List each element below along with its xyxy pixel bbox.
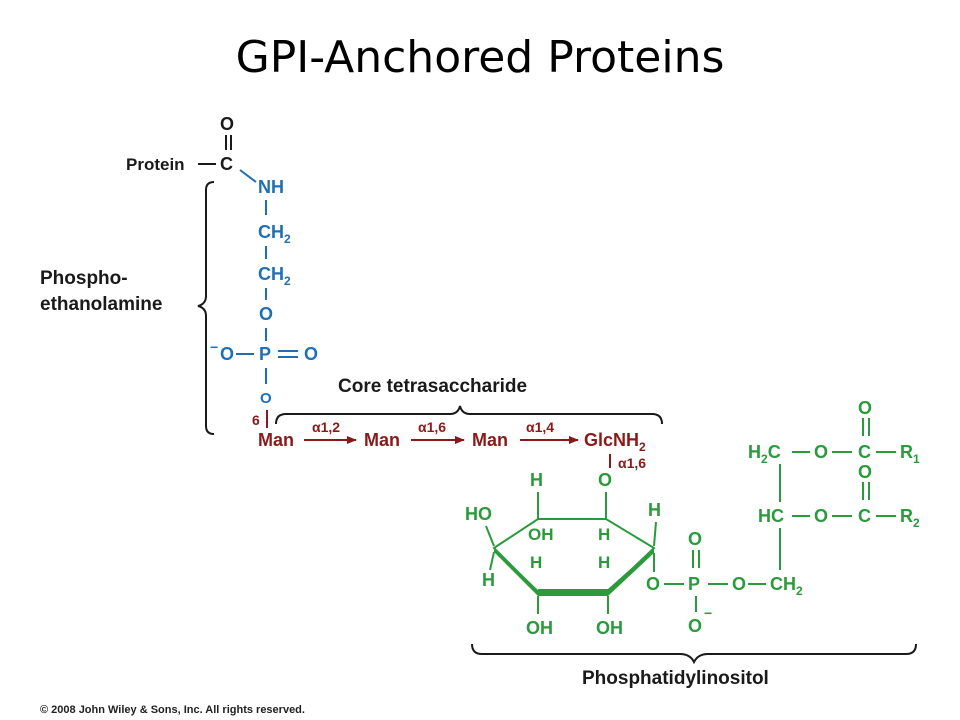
glycerol-hc: HC <box>758 506 784 526</box>
copyright-notice: © 2008 John Wiley & Sons, Inc. All right… <box>40 704 305 716</box>
pi-brace: Phosphatidylinositol <box>471 643 917 689</box>
protein-label: Protein <box>126 155 185 174</box>
phosphate-o-right: O <box>304 344 318 364</box>
pi-oxygen-1: O <box>646 574 660 594</box>
ring-oh-upper: OH <box>528 525 554 544</box>
phosphoethanolamine-brace: Phospho- ethanolamine <box>40 181 215 435</box>
phosphoethanolamine-chain: NH CH2 CH2 O − O P O O <box>210 169 318 407</box>
glycerol-h2c-top: H2C <box>748 442 781 466</box>
carbonyl-oxygen: O <box>220 114 234 134</box>
pi-phosphate-charge: − <box>704 605 712 621</box>
acyl-r1: R1 <box>900 442 920 466</box>
ring-oh-bottom-left: OH <box>526 618 553 638</box>
phosphorus-atom: P <box>259 344 271 364</box>
ring-wedge-left <box>494 548 538 596</box>
pi-phosphorus: P <box>688 574 700 594</box>
glycosidic-oxygen: O <box>598 470 612 490</box>
linkage-a12: α1,2 <box>312 419 340 435</box>
nh-group: NH <box>258 177 284 197</box>
linkage-a14: α1,4 <box>526 419 554 435</box>
mannose-1: Man <box>258 430 294 450</box>
mannose-2: Man <box>364 430 400 450</box>
protein-carbonyl-group: Protein C O <box>126 114 234 174</box>
phosphate-charge: − <box>210 339 218 355</box>
ring-h-mid-right: H <box>598 553 610 572</box>
ester2-carbonyl-o: O <box>858 462 872 482</box>
glucosamine: GlcNH2 <box>584 430 646 454</box>
glycerol-ch2-bottom: CH2 <box>770 574 803 598</box>
phospho-label-line2: ethanolamine <box>40 294 162 315</box>
page-title: GPI-Anchored Proteins <box>235 32 725 83</box>
phosphatidylinositol: O H OH H HO H H H H OH OH O P O O − <box>465 398 920 638</box>
ester1-carbonyl-o: O <box>858 398 872 418</box>
core-label: Core tetrasaccharide <box>338 376 527 397</box>
ring-ho-left: HO <box>465 504 492 524</box>
core-tetrasaccharide: 6 Man α1,2 Man α1,6 Man α1,4 GlcNH2 α1,6 <box>252 410 646 471</box>
ester2-carbon: C <box>858 506 871 526</box>
ring-wedge-right <box>608 548 654 596</box>
pi-phosphate-oxo: O <box>688 529 702 549</box>
ring-oh-bottom-right: OH <box>596 618 623 638</box>
core-brace: Core tetrasaccharide <box>275 376 663 425</box>
pi-oxygen-2: O <box>732 574 746 594</box>
phospho-label-line1: Phospho- <box>40 268 128 289</box>
phosphate-o-left: O <box>220 344 234 364</box>
pi-label: Phosphatidylinositol <box>582 668 769 689</box>
mannose-3: Man <box>472 430 508 450</box>
ring-wedge-bottom <box>538 589 608 596</box>
ring-h-right: H <box>648 500 661 520</box>
ch2-group-1: CH2 <box>258 222 291 246</box>
carbonyl-carbon: C <box>220 154 233 174</box>
ring-h-mid-left: H <box>530 553 542 572</box>
ester-oxygen: O <box>259 304 273 324</box>
linkage-a16-vertical: α1,6 <box>618 455 646 471</box>
ring-h-left: H <box>482 570 495 590</box>
inositol-ring-outline <box>492 518 656 593</box>
ring-h-top: H <box>530 470 543 490</box>
linkage-position-6: 6 <box>252 412 260 428</box>
pi-phosphate-o-minus: O <box>688 616 702 636</box>
ester1-oxygen: O <box>814 442 828 462</box>
linking-oxygen: O <box>260 390 272 407</box>
ester2-oxygen: O <box>814 506 828 526</box>
ester1-carbon: C <box>858 442 871 462</box>
ring-h-upper-right: H <box>598 525 610 544</box>
ch2-group-2: CH2 <box>258 264 291 288</box>
acyl-r2: R2 <box>900 506 920 530</box>
linkage-a16: α1,6 <box>418 419 446 435</box>
